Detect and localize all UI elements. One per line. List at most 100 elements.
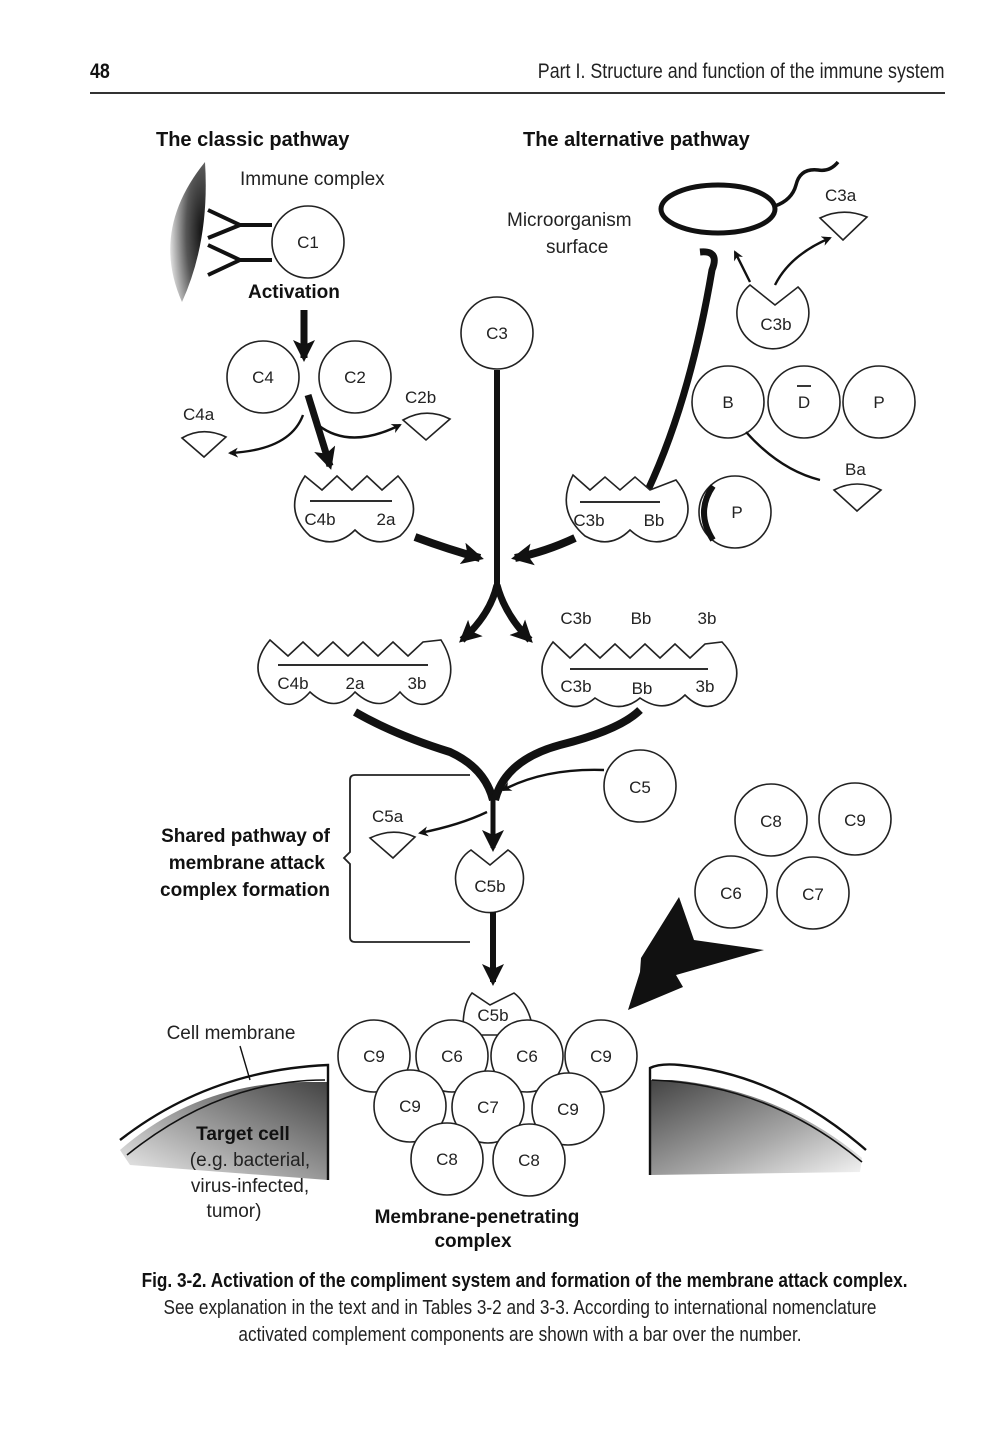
membrane-inner-left <box>126 1079 326 1156</box>
target-cell-title: Target cell <box>196 1124 290 1145</box>
surface-to-c3bbb-line <box>644 248 718 492</box>
mac-row3-node-1 <box>410 1122 484 1196</box>
c3b-to-surface-arrow <box>733 250 752 283</box>
immune-complex-label: Immune complex <box>240 169 385 190</box>
c9-node <box>818 782 892 856</box>
c1-node <box>271 205 345 279</box>
split-left-arrow <box>459 584 501 643</box>
mac-row3-label-2: C8 <box>518 1151 540 1170</box>
alt-top-label-c: 3b <box>698 609 717 628</box>
mac-row2-node-2 <box>451 1070 525 1144</box>
c5-node <box>603 749 677 823</box>
mac-row2-label-3: C9 <box>557 1100 579 1119</box>
target-cell-line1: (e.g. bacterial, <box>190 1150 310 1171</box>
ba-fragment <box>832 483 883 513</box>
c4a-arrow <box>228 414 305 458</box>
shared-pathway-bracket <box>342 774 470 943</box>
microorganism-label-line1: Microorganism <box>507 210 632 231</box>
mac-row2-node-3 <box>531 1072 605 1146</box>
ba-release-line <box>745 431 821 482</box>
properdin-node <box>842 365 916 439</box>
c5-arrow <box>501 768 605 792</box>
factor-b-label: B <box>722 393 733 412</box>
immune-complex <box>170 162 272 302</box>
alternative-c5-convertase <box>541 640 738 708</box>
target-cell-line3: tumor) <box>207 1201 262 1222</box>
c3-node <box>460 296 534 370</box>
cell-membrane-left <box>119 1063 330 1180</box>
c7-node <box>776 856 850 930</box>
target-cell-cytoplasm-right <box>650 1080 862 1175</box>
target-cell-right <box>648 1063 867 1175</box>
page-number: 48 <box>90 60 110 83</box>
c2-node <box>318 340 392 414</box>
complement-diagram: The classic pathway The alternative path… <box>119 129 916 1252</box>
c4b2a-to-c3-arrow <box>413 533 484 564</box>
c3a-label: C3a <box>825 186 857 205</box>
c4b2a-left-label: C4b <box>304 510 335 529</box>
c3bbb-to-c3-arrow <box>511 534 577 566</box>
caption-line-1: See explanation in the text and in Table… <box>163 1297 877 1319</box>
c7-label: C7 <box>802 885 824 904</box>
mac-row1-node-3 <box>490 1019 564 1093</box>
c6-node <box>694 855 768 929</box>
c8-node <box>734 783 808 857</box>
shared-pathway-label-line1: Shared pathway of <box>161 826 331 847</box>
c3b-node <box>736 283 810 350</box>
classic-c5-label-a: C4b <box>277 674 308 693</box>
c5-label: C5 <box>629 778 651 797</box>
mac-c5b-label: C5b <box>477 1006 508 1025</box>
c4-label: C4 <box>252 368 274 387</box>
microorganism-label-line2: surface <box>546 237 608 258</box>
mac-row1-label-4: C9 <box>590 1047 612 1066</box>
c3bbb-complex <box>565 473 689 543</box>
c5a-fragment <box>368 831 417 860</box>
c3bbb-right-label: Bb <box>644 511 665 530</box>
classic-c5-convertase <box>257 638 452 706</box>
caption-line-2: activated complement components are show… <box>238 1324 802 1346</box>
membrane-attack-complex: C5b C9 C6 C6 C9 C9 C7 C9 C8 C8 <box>337 991 638 1197</box>
target-cell-line2: virus-infected, <box>191 1176 309 1197</box>
mac-label-line1: Membrane-penetrating <box>375 1207 580 1228</box>
factor-d-node <box>767 365 841 439</box>
antibody-icon <box>207 208 272 277</box>
alt-top-label-a: C3b <box>560 609 591 628</box>
properdin-bound-label: P <box>731 503 742 522</box>
c9-label: C9 <box>844 811 866 830</box>
c3-label: C3 <box>486 324 508 343</box>
alternative-pathway-title: The alternative pathway <box>523 129 751 151</box>
microorganism-icon <box>658 182 778 236</box>
c5b-label: C5b <box>474 877 505 896</box>
mac-row1-node-2 <box>415 1019 489 1093</box>
mac-row2-label-2: C7 <box>477 1098 499 1117</box>
target-cell-cytoplasm-left <box>120 1081 328 1180</box>
split-right-arrow <box>493 584 533 643</box>
flagellum-icon <box>774 160 840 208</box>
membrane-inner-right <box>651 1079 863 1163</box>
target-cell-left <box>119 1063 330 1180</box>
c2b-arrow <box>317 423 402 439</box>
properdin-binding-arc <box>701 484 716 542</box>
c5a-label: C5a <box>372 807 404 826</box>
c4b2a-right-label: 2a <box>377 510 396 529</box>
alt-c5-label-b: Bb <box>632 679 653 698</box>
shared-pathway-label-line2: membrane attack <box>169 853 326 874</box>
c4a-fragment <box>180 430 228 459</box>
classic-c5-label-b: 2a <box>346 674 365 693</box>
c4b2a-complex <box>293 474 415 543</box>
mac-row3-node-2 <box>492 1123 566 1197</box>
c4b2a-arrow <box>304 393 336 470</box>
activation-label: Activation <box>248 282 340 303</box>
c2b-fragment <box>401 412 452 442</box>
mac-row1-node-4 <box>564 1019 638 1093</box>
properdin-bound-node <box>698 475 772 549</box>
c2b-label: C2b <box>405 388 436 407</box>
assembly-arrow-icon <box>628 897 764 1010</box>
c2-label: C2 <box>344 368 366 387</box>
c3b-label: C3b <box>760 315 791 334</box>
c1-label: C1 <box>297 233 319 252</box>
classic-c5-label-c: 3b <box>408 674 427 693</box>
c4-node <box>226 340 300 414</box>
properdin-label: P <box>873 393 884 412</box>
alt-c5-label-c: 3b <box>696 677 715 696</box>
